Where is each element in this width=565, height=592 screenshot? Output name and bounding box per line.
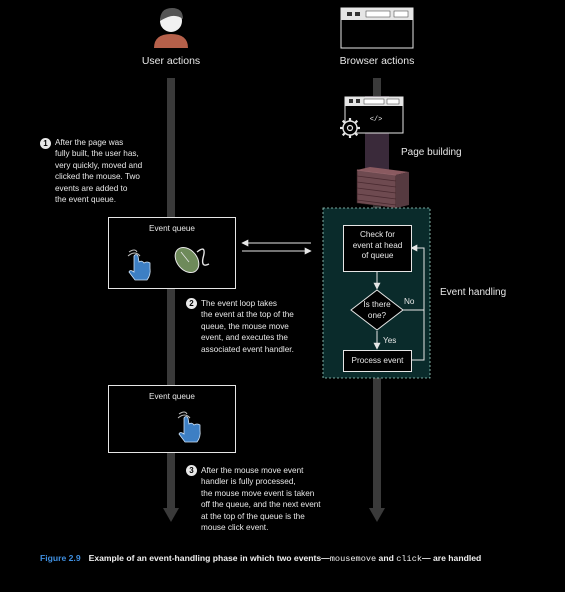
user-actions-title: User actions xyxy=(141,55,201,67)
gear-icon xyxy=(340,118,360,138)
event-queue-title-1: Event queue xyxy=(149,224,195,233)
browser-actions-title: Browser actions xyxy=(339,55,415,67)
decision-no-label: No xyxy=(404,297,415,306)
step-3-badge: 3 xyxy=(186,465,197,476)
code-glyph: </> xyxy=(369,116,383,124)
decision-diamond xyxy=(350,289,404,331)
event-queue-title-2: Event queue xyxy=(149,392,195,401)
step-2-text: The event loop takes the event at the to… xyxy=(201,299,294,354)
check-queue-box: Check for event at head of queue xyxy=(343,225,412,272)
caption-text-c: — are handled xyxy=(422,553,482,563)
caption-code-click: click xyxy=(396,554,423,564)
event-handling-label: Event handling xyxy=(440,287,507,298)
decision-text: Is there one? xyxy=(363,300,391,320)
user-avatar-icon xyxy=(154,8,188,48)
step-1-badge: 1 xyxy=(40,138,51,149)
event-queue-box-1: Event queue xyxy=(108,217,236,289)
figure-number: Figure 2.9 xyxy=(40,553,81,563)
user-timeline-lane xyxy=(167,78,175,510)
user-timeline-arrowhead xyxy=(163,508,179,522)
caption-code-mousemove: mousemove xyxy=(329,554,377,564)
arrow-process-loop xyxy=(411,310,425,361)
figure-caption: Figure 2.9 Example of an event-handling p… xyxy=(40,552,520,566)
step-1-text: After the page was fully built, the user… xyxy=(55,138,143,205)
page-building-label: Page building xyxy=(401,147,462,158)
event-queue-box-2: Event queue xyxy=(108,385,236,453)
process-event-text: Process event xyxy=(351,356,404,365)
browser-window-icon xyxy=(340,7,414,49)
page-stack-icon xyxy=(356,167,409,209)
pointer-hand-icon xyxy=(127,249,151,281)
process-event-box: Process event xyxy=(343,350,412,372)
caption-text-b: and xyxy=(376,553,397,563)
check-queue-text: Check for event at head of queue xyxy=(352,230,403,260)
pointer-hand-icon xyxy=(177,411,201,443)
decision-yes-label: Yes xyxy=(383,336,397,345)
caption-text-a: Example of an event-handling phase in wh… xyxy=(88,553,330,563)
arrow-no-loop xyxy=(403,244,425,311)
browser-timeline-arrowhead xyxy=(369,508,385,522)
mouse-icon xyxy=(174,246,210,274)
step-3-text: After the mouse move event handler is fu… xyxy=(201,466,321,533)
step-2-badge: 2 xyxy=(186,298,197,309)
